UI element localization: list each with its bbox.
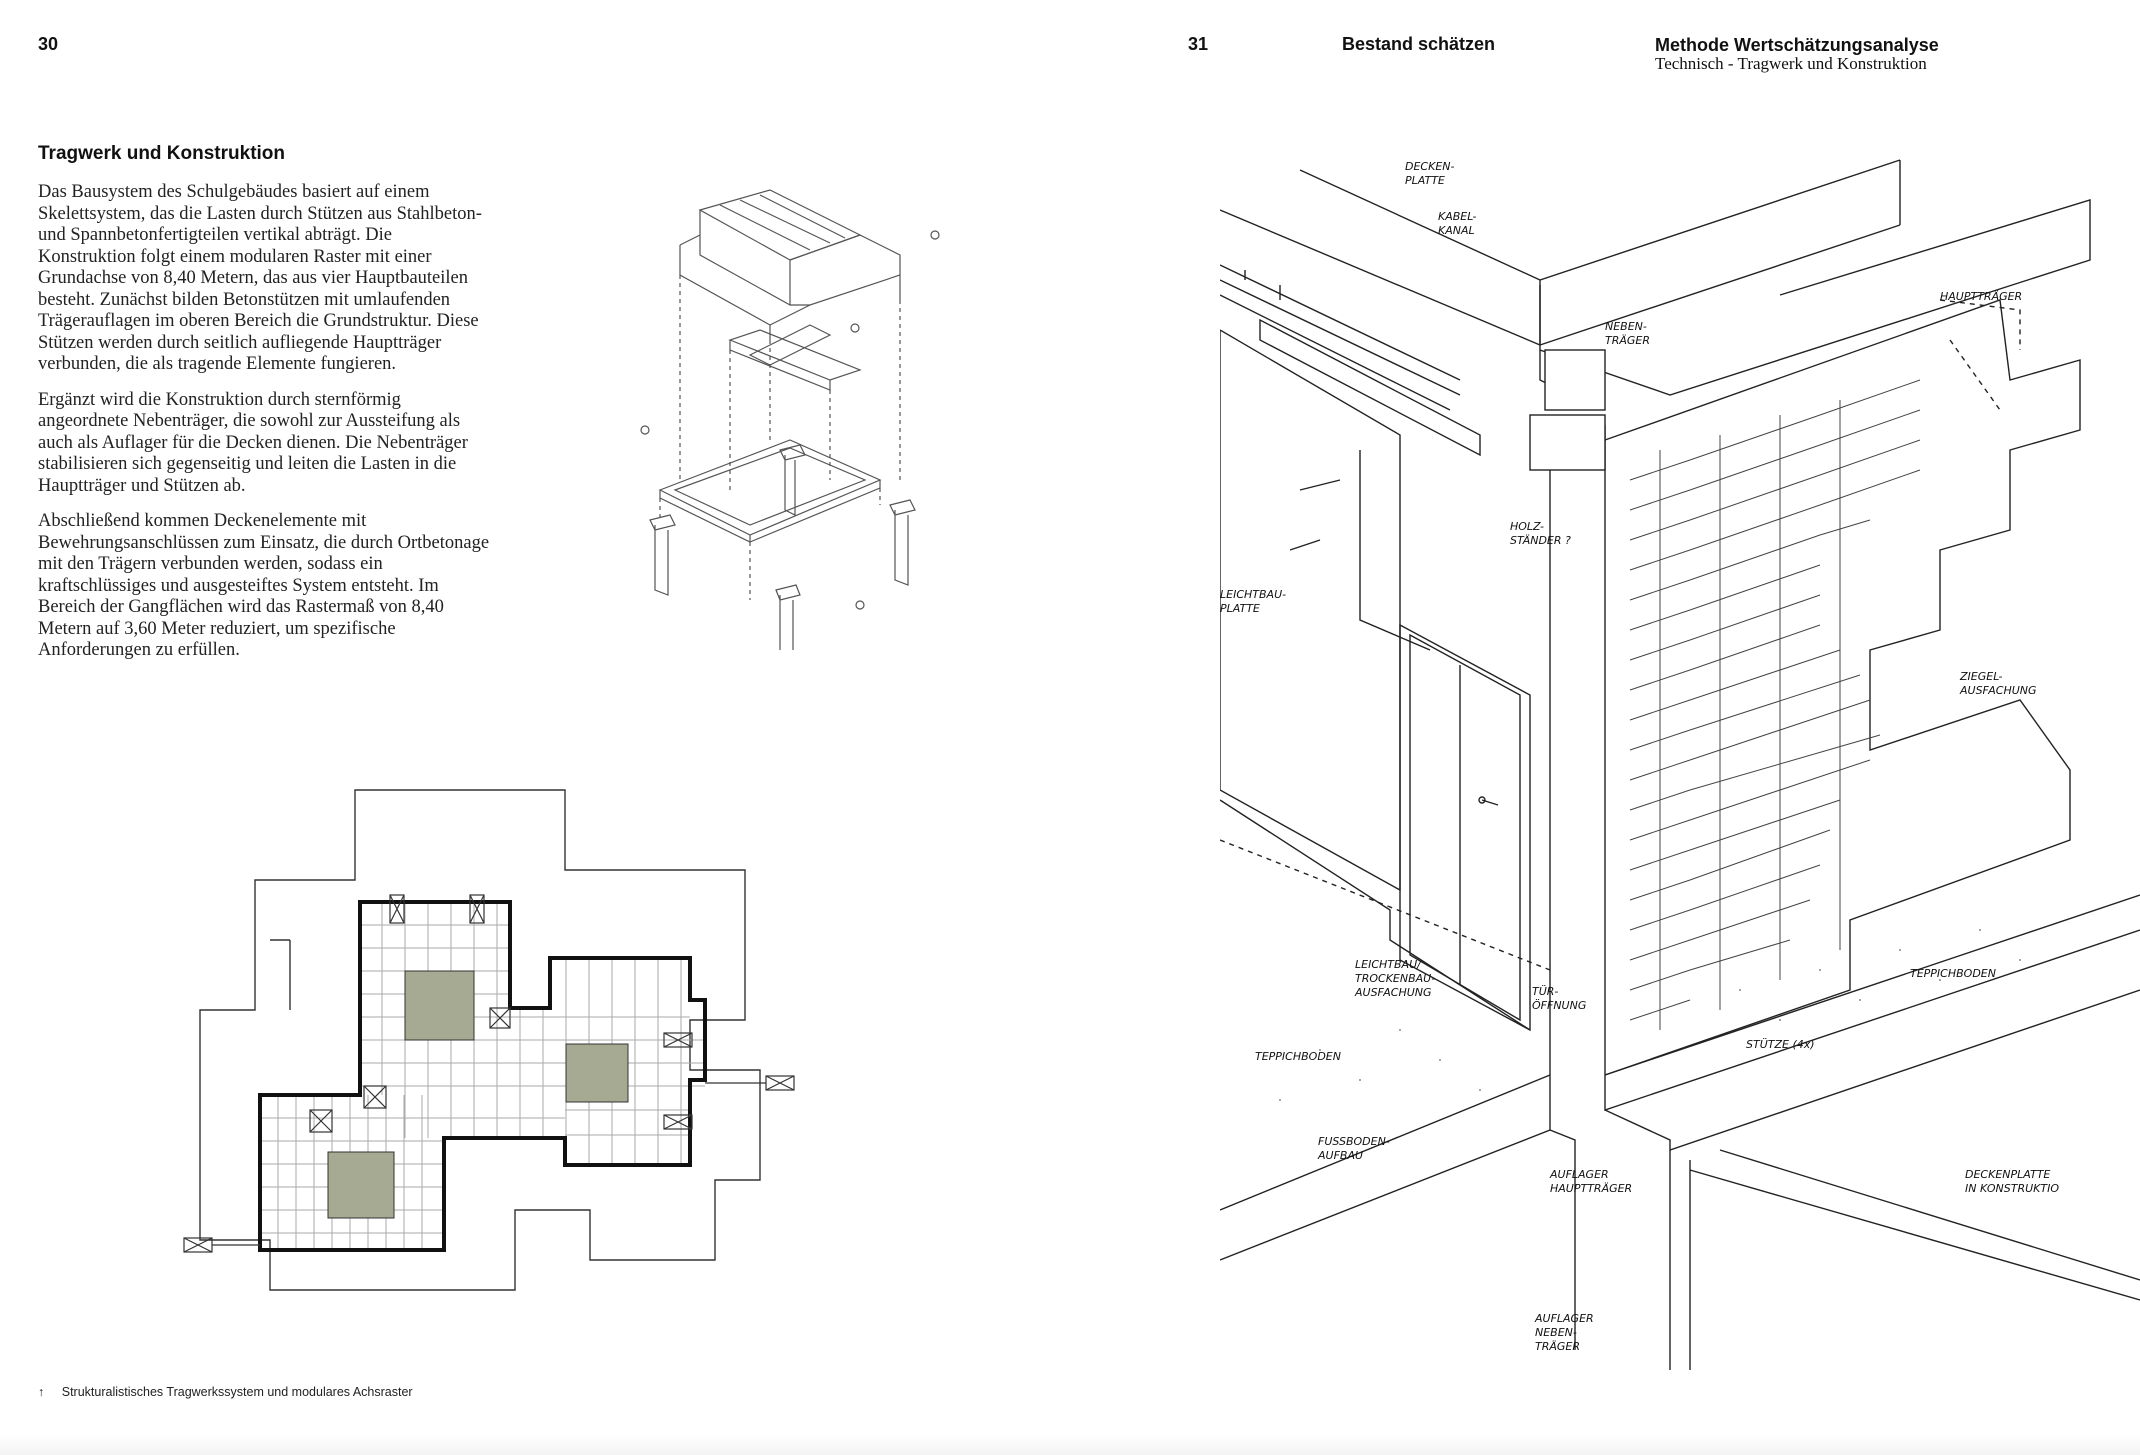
label-stuetze: STÜTZE (4x) — [1746, 1038, 1815, 1051]
label-line: PLATTE — [1405, 174, 1445, 187]
label-kabelkanal: KABEL- KANAL — [1438, 210, 1476, 238]
label-line: STÄNDER ? — [1510, 534, 1571, 547]
page-number-right: 31 — [1188, 34, 1209, 54]
label-line: TRÄGER — [1535, 1340, 1581, 1353]
label-deckenplatte: DECKEN- PLATTE — [1405, 160, 1454, 188]
label-fussbodenaufbau: FUSSBODEN- AUFBAU — [1318, 1135, 1390, 1163]
label-leichtbau-trockenbau: LEICHTBAU/ TROCKENBAU- AUSFACHUNG — [1355, 958, 1435, 1000]
label-nebentraeger: NEBEN- TRÄGER — [1605, 320, 1650, 348]
exploded-structure-sketch — [640, 189, 940, 650]
caption-arrow-icon: ↑ — [38, 1385, 45, 1399]
right-page: 31 Bestand schätzen Methode Wertschätzun… — [1070, 0, 2140, 1455]
label-haupttraeger: HAUPTTRÄGER — [1940, 290, 2023, 303]
label-line: ÖFFNUNG — [1532, 999, 1587, 1012]
label-auflager-nebentraeger: AUFLAGER NEBEN- TRÄGER — [1535, 1312, 1594, 1354]
label-line: AUFLAGER — [1535, 1312, 1594, 1325]
label-auflager-haupttraeger: AUFLAGER HAUPTTRÄGER — [1550, 1168, 1632, 1196]
label-line: KANAL — [1438, 224, 1475, 237]
label-line: KABEL- — [1438, 210, 1477, 223]
paragraph-1: Das Bausystem des Schulgebäudes basiert … — [38, 182, 482, 374]
body-text: Das Bausystem des Schulgebäudes basiert … — [38, 182, 493, 676]
label-teppichboden-right: TEPPICHBODEN — [1910, 967, 1996, 980]
label-line: NEBEN- — [1535, 1326, 1577, 1339]
label-line: TROCKENBAU- — [1355, 972, 1436, 985]
figure-caption: ↑ Strukturalistisches Tragwerkssystem un… — [38, 1385, 413, 1399]
label-line: LEICHTBAU/ — [1355, 958, 1421, 971]
label-line: TRÄGER — [1605, 334, 1651, 347]
paragraph-3: Abschließend kommen Deckenelemente mit B… — [38, 511, 490, 660]
grid-plan-drawing — [183, 789, 795, 1291]
section-header: Bestand schätzen — [1342, 34, 1496, 54]
header-subtitle: Technisch - Tragwerk und Konstruktion — [1655, 54, 1927, 73]
label-line: DECKEN- — [1405, 160, 1455, 173]
left-page: 30 Tragwerk und Konstruktion Das Bausyst… — [38, 34, 940, 1399]
page-bottom-shadow — [0, 1435, 2140, 1455]
label-line: IN KONSTRUKTIO — [1965, 1182, 2060, 1195]
axonometric-detail-sketch — [1220, 159, 2140, 1370]
label-line: NEBEN- — [1605, 320, 1647, 333]
label-teppichboden-left: TEPPICHBODEN — [1255, 1050, 1341, 1063]
header-title: Methode Wertschätzungsanalyse — [1655, 35, 1939, 55]
label-line: HOLZ- — [1510, 520, 1545, 533]
label-line: FUSSBODEN- — [1318, 1135, 1390, 1148]
label-line: AUFLAGER — [1550, 1168, 1609, 1181]
label-line: DECKENPLATTE — [1965, 1168, 2051, 1181]
caption-text: Strukturalistisches Tragwerkssystem und … — [61, 1385, 413, 1399]
label-line: PLATTE — [1220, 602, 1260, 615]
label-line: TÜR- — [1532, 985, 1559, 998]
label-holzstaender: HOLZ- STÄNDER ? — [1510, 520, 1571, 548]
section-heading: Tragwerk und Konstruktion — [38, 143, 286, 164]
page-number-left: 30 — [38, 34, 59, 54]
label-leichtbauplatte: LEICHTBAU- PLATTE — [1220, 588, 1286, 616]
label-line: AUSFACHUNG — [1960, 684, 2037, 697]
label-line: LEICHTBAU- — [1220, 588, 1287, 601]
label-line: ZIEGEL- — [1960, 670, 2003, 683]
label-line: AUFBAU — [1318, 1149, 1364, 1162]
label-line: HAUPTTRÄGER — [1550, 1182, 1633, 1195]
label-ziegelausfachung: ZIEGEL- AUSFACHUNG — [1960, 670, 2037, 698]
label-deckenplatte-konstruktion: DECKENPLATTE IN KONSTRUKTIO — [1965, 1168, 2059, 1196]
label-tueroeffnung: TÜR- ÖFFNUNG — [1532, 985, 1586, 1013]
label-line: AUSFACHUNG — [1355, 986, 1432, 999]
paragraph-2: Ergänzt wird die Konstruktion durch ster… — [38, 389, 468, 496]
